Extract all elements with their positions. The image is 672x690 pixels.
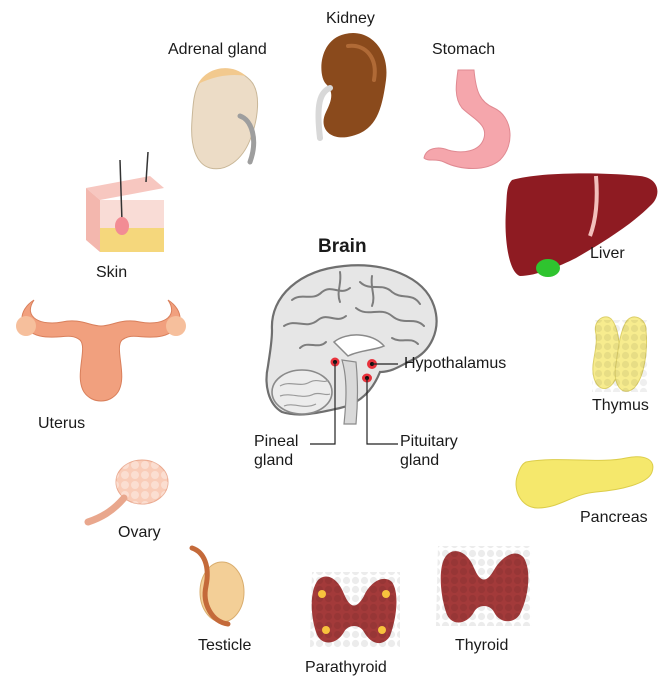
adrenal-body — [191, 69, 259, 170]
testicle-epididymis — [189, 545, 231, 627]
leader-lines — [310, 362, 398, 445]
thyroid-label: Thyroid — [455, 637, 509, 654]
thymus-label: Thymus — [592, 397, 649, 414]
kidney-body — [321, 32, 387, 138]
uterus-ovary-right — [166, 316, 186, 336]
kidney-highlight — [346, 43, 377, 82]
stomach-label: Stomach — [432, 41, 496, 58]
kidney-label: Kidney — [326, 10, 375, 27]
liver-ligament — [588, 175, 599, 237]
pituitary-leader — [366, 378, 398, 445]
liver-body — [505, 173, 658, 276]
pineal-leader — [310, 362, 336, 445]
brain-cerebellum — [271, 369, 333, 415]
ovary-label: Ovary — [118, 524, 161, 541]
uterus-body — [21, 299, 181, 402]
liver-icon — [505, 173, 658, 277]
pancreas-body — [515, 456, 654, 509]
thymus-texture — [592, 320, 648, 392]
thyroid-texture — [436, 546, 532, 626]
skin-side — [86, 188, 100, 252]
adrenal-gland-label: Adrenal gland — [168, 41, 267, 58]
parathyroid-gland-3 — [322, 626, 330, 634]
pineal-gland-label: Pineal gland — [254, 433, 299, 469]
skin-fat-layer — [100, 228, 164, 252]
brain-folds — [283, 271, 425, 349]
uterus-ovary-left — [16, 316, 36, 336]
parathyroid-label: Parathyroid — [305, 659, 387, 676]
pancreas-label: Pancreas — [580, 509, 648, 526]
parathyroid-gland-4 — [378, 626, 386, 634]
skin-icon — [86, 151, 164, 252]
liver-label: Liver — [590, 245, 625, 262]
pancreas-icon — [515, 456, 654, 509]
skin-hair-2 — [145, 151, 149, 183]
skin-label: Skin — [96, 264, 128, 281]
skin-hair — [119, 159, 123, 223]
kidney-ureter — [315, 85, 333, 141]
parathyroid-gland-1 — [318, 590, 326, 598]
brain-icon — [265, 264, 438, 425]
hypothalamus-label: Hypothalamus — [404, 355, 507, 372]
ovary-texture — [116, 460, 168, 504]
kidney-icon — [315, 32, 387, 141]
skin-dermis — [100, 200, 164, 228]
brain-corpus-callosum — [332, 334, 386, 357]
stomach-body — [423, 69, 511, 169]
testicle-label: Testicle — [198, 637, 252, 654]
gallbladder — [536, 259, 560, 277]
skin-top-surface — [86, 176, 164, 200]
skin-follicle — [115, 217, 129, 235]
brain-cerebellum-folds — [279, 379, 331, 407]
stomach-icon — [423, 69, 511, 169]
ovary-ligament — [84, 494, 128, 526]
brain-title: Brain — [318, 236, 367, 257]
pituitary-gland-label: Pituitary gland — [400, 433, 458, 469]
parathyroid-texture — [310, 572, 400, 648]
thyroid-icon — [436, 546, 532, 626]
ovary-icon — [84, 459, 169, 526]
testicle-icon — [189, 545, 245, 627]
parathyroid-icon — [310, 572, 400, 648]
adrenal-cap — [198, 68, 246, 84]
uterus-label: Uterus — [38, 415, 86, 432]
adrenal-vessel — [237, 113, 257, 165]
uterus-icon — [16, 299, 186, 402]
thymus-icon — [592, 316, 648, 392]
brain-stem — [341, 359, 359, 425]
adrenal-gland-icon — [191, 68, 259, 170]
parathyroid-gland-2 — [382, 590, 390, 598]
